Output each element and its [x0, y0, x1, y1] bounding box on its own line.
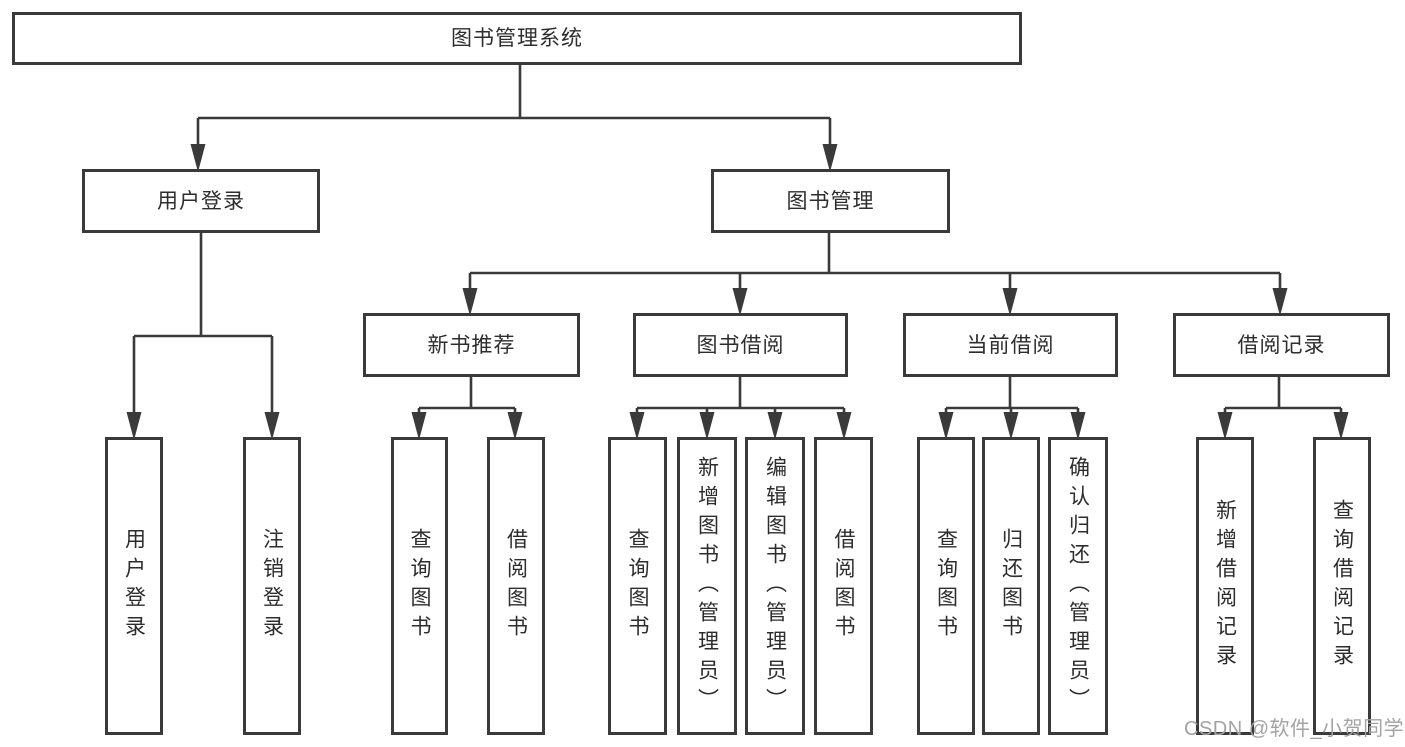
node-current-borrowing: 当前借阅 [903, 313, 1118, 377]
leaf-query-borrow-record: 查询借阅记录 [1313, 437, 1371, 735]
node-book-management: 图书管理 [711, 169, 950, 233]
node-book-borrowing: 图书借阅 [633, 313, 848, 377]
leaf-confirm-return-admin: 确认归还（管理员） [1048, 437, 1108, 735]
node-new-book-recommend: 新书推荐 [363, 313, 580, 377]
node-root: 图书管理系统 [12, 12, 1022, 65]
node-user-login: 用户登录 [82, 169, 320, 233]
leaf-borrow-books-recommend: 借阅图书 [487, 437, 545, 735]
leaf-return-books: 归还图书 [982, 437, 1040, 735]
leaf-add-books-admin: 新增图书（管理员） [677, 437, 737, 735]
leaf-borrow-books-borrowing: 借阅图书 [814, 437, 873, 735]
arrowheads [126, 144, 1349, 440]
leaf-query-books-current: 查询图书 [917, 437, 975, 735]
node-borrow-records: 借阅记录 [1173, 313, 1390, 377]
leaf-query-books-borrowing: 查询图书 [608, 437, 667, 735]
leaf-query-books-recommend: 查询图书 [391, 437, 448, 735]
watermark: CSDN @软件_小贺同学 [1184, 718, 1405, 740]
leaf-logout: 注销登录 [243, 437, 301, 735]
leaf-user-login: 用户登录 [105, 437, 163, 735]
leaf-edit-books-admin: 编辑图书（管理员） [745, 437, 805, 735]
leaf-add-borrow-record: 新增借阅记录 [1196, 437, 1254, 735]
